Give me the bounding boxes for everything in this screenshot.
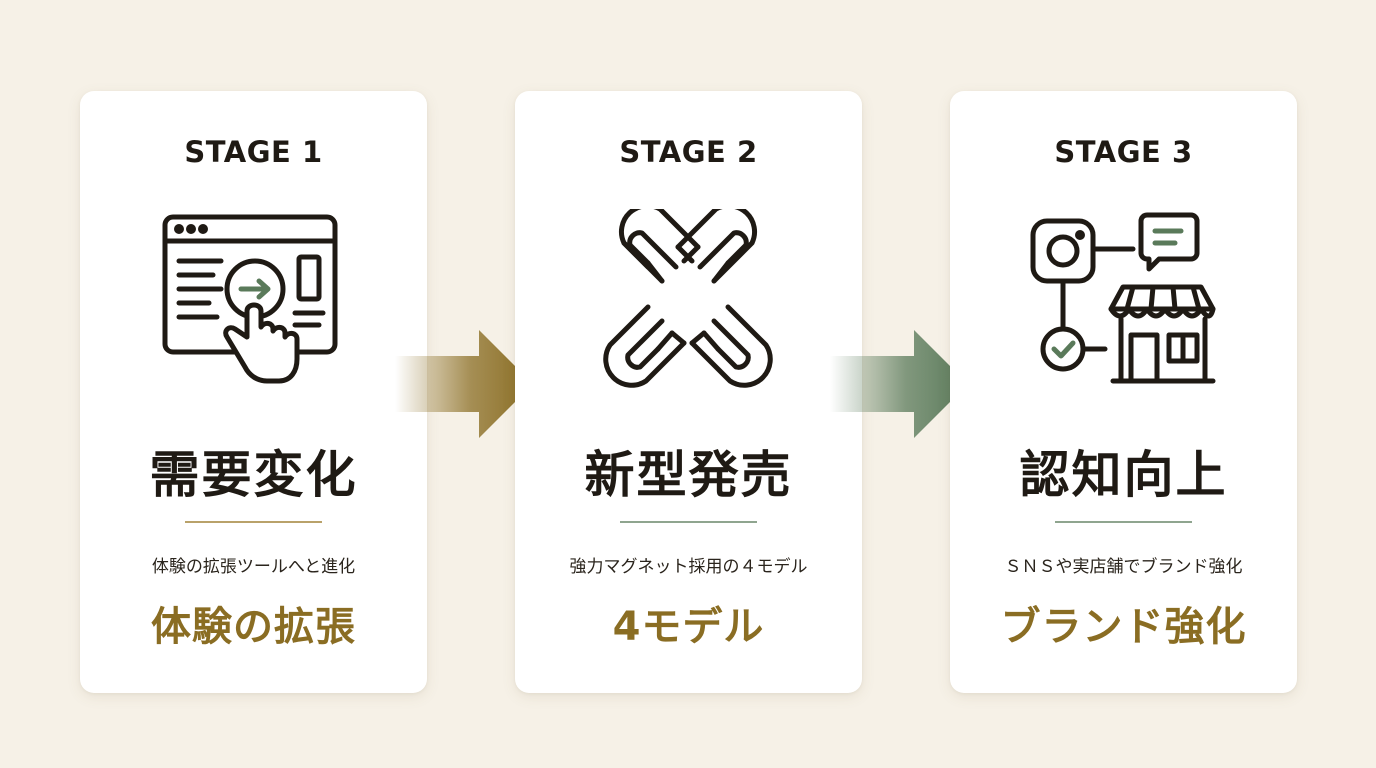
arrow-right-icon	[830, 330, 970, 438]
stage-highlight: ブランド強化	[1000, 604, 1247, 650]
stage-label: STAGE 1	[184, 135, 323, 169]
divider	[620, 521, 757, 523]
stage-title: 認知向上	[1019, 445, 1228, 504]
arrow-right-icon	[395, 330, 535, 438]
stage-label: STAGE 3	[1054, 135, 1193, 169]
stage-description: 体験の拡張ツールへと進化	[151, 557, 356, 577]
stage-highlight: 体験の拡張	[151, 604, 356, 650]
stage-description: 強力マグネット採用の４モデル	[569, 557, 808, 577]
stage-label: STAGE 2	[619, 135, 758, 169]
browser-touch-icon	[153, 209, 353, 399]
stage-title: 需要変化	[149, 445, 358, 504]
magnets-icon	[588, 209, 788, 399]
stage-card-1: STAGE 1 需要変化 体験の拡張ツールへと進化 体験の拡張	[80, 91, 427, 693]
stage-card-2: STAGE 2 新型発売 強力マグネット採用の４モデル	[515, 91, 862, 693]
divider	[185, 521, 322, 523]
divider	[1055, 521, 1192, 523]
stage-highlight: 4モデル	[612, 604, 765, 650]
stage-title: 新型発売	[584, 445, 793, 504]
stage-card-3: STAGE 3	[950, 91, 1297, 693]
stage-description: ＳＮＳや実店舗でブランド強化	[1004, 557, 1243, 577]
social-store-icon	[1023, 209, 1223, 399]
